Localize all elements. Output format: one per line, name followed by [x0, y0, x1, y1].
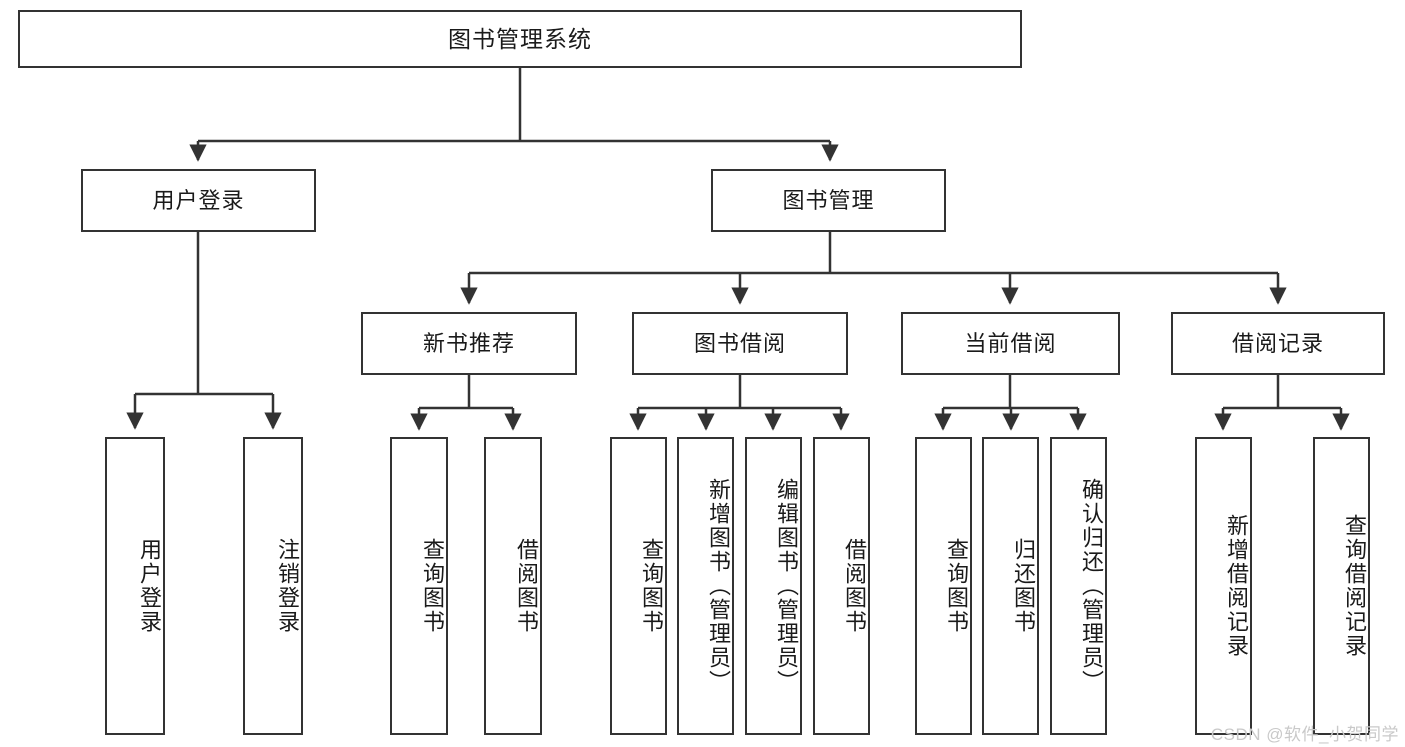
leaf-borrow-book[interactable]: 借阅图书 [813, 437, 870, 735]
leaf-query-book-borrow[interactable]: 查询图书 [610, 437, 667, 735]
node-book-manage[interactable]: 图书管理 [711, 169, 946, 232]
leaf-query-book-current[interactable]: 查询图书 [915, 437, 972, 735]
node-root[interactable]: 图书管理系统 [18, 10, 1022, 68]
leaf-logout[interactable]: 注销登录 [243, 437, 303, 735]
leaf-borrow-book-recommend[interactable]: 借阅图书 [484, 437, 542, 735]
node-book-borrow[interactable]: 图书借阅 [632, 312, 848, 375]
leaf-return-book[interactable]: 归还图书 [982, 437, 1039, 735]
leaf-user-login[interactable]: 用户登录 [105, 437, 165, 735]
leaf-add-borrow-record[interactable]: 新增借阅记录 [1195, 437, 1252, 735]
leaf-confirm-return-admin[interactable]: 确认归还（管理员） [1050, 437, 1107, 735]
leaf-edit-book-admin[interactable]: 编辑图书（管理员） [745, 437, 802, 735]
node-current-borrow[interactable]: 当前借阅 [901, 312, 1120, 375]
watermark: CSDN @软件_小贺同学 [1210, 725, 1399, 744]
leaf-query-borrow-record[interactable]: 查询借阅记录 [1313, 437, 1370, 735]
leaf-query-book-recommend[interactable]: 查询图书 [390, 437, 448, 735]
node-user-login[interactable]: 用户登录 [81, 169, 316, 232]
node-new-book-recommend[interactable]: 新书推荐 [361, 312, 577, 375]
node-borrow-record[interactable]: 借阅记录 [1171, 312, 1385, 375]
leaf-add-book-admin[interactable]: 新增图书（管理员） [677, 437, 734, 735]
